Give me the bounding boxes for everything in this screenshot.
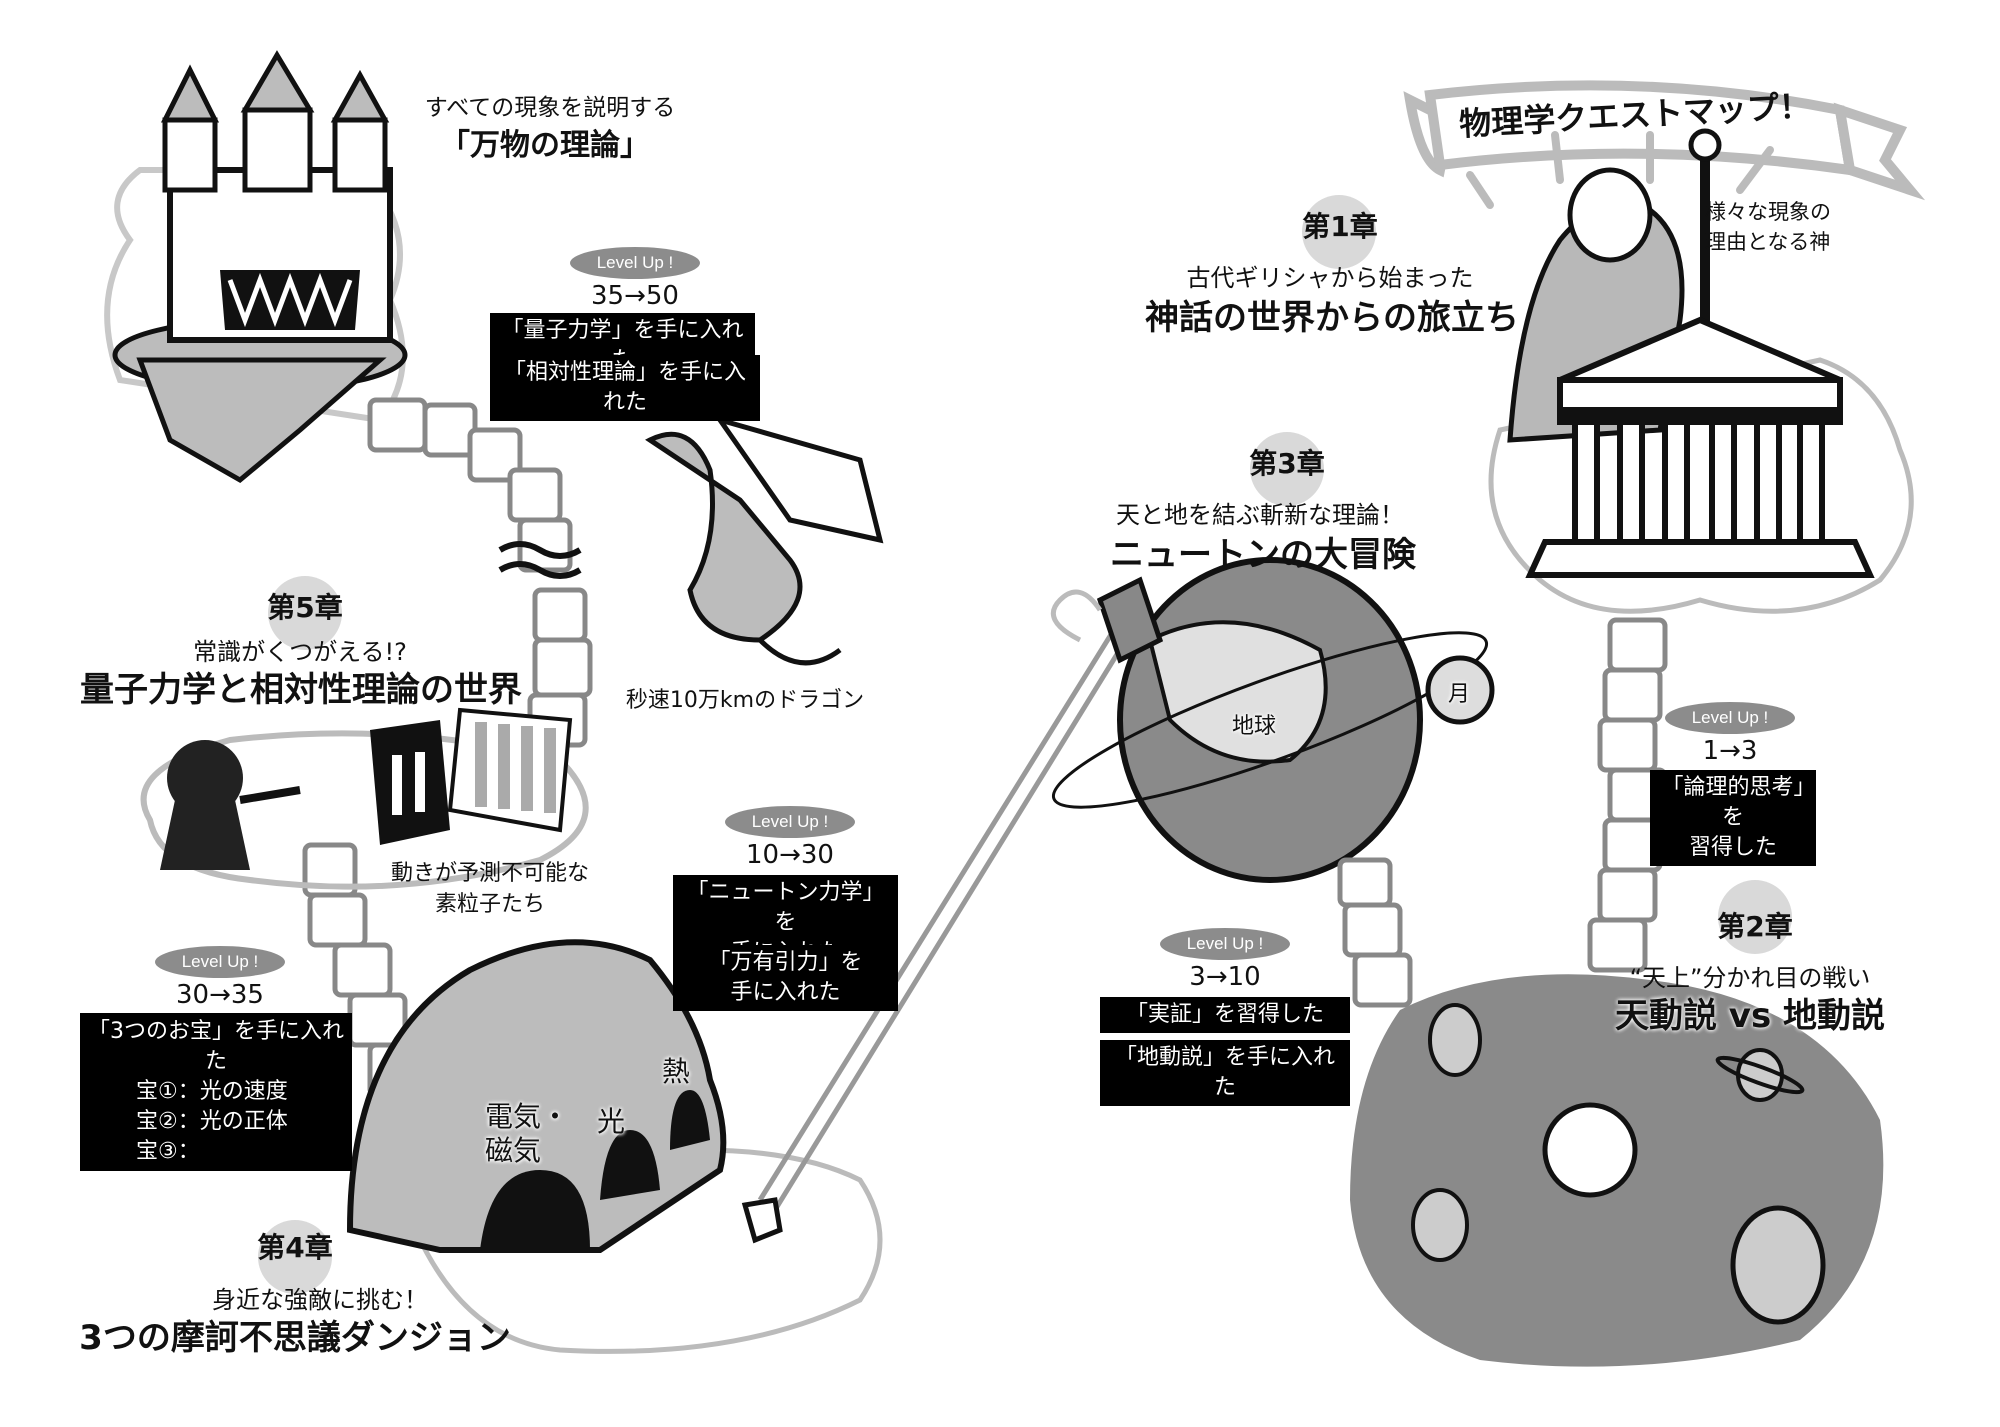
chapter-label: 第4章 — [257, 1231, 333, 1264]
earth-globe — [1051, 557, 1495, 883]
level-up-badge: Level Up ! — [725, 806, 855, 838]
level-up-badge: Level Up ! — [570, 247, 700, 279]
chapter-label: 第2章 — [1717, 910, 1793, 943]
castle-theory-of-everything — [104, 50, 408, 484]
level-range: 1→3 — [1702, 736, 1758, 766]
level-reward: 「3つのお宝」を手に入れた — [88, 1019, 344, 1074]
level-range: 35→50 — [591, 281, 679, 311]
chapter-badge — [1718, 880, 1792, 954]
particles-caption-line1: 動きが予測不可能な — [390, 861, 589, 886]
level-range: 10→30 — [746, 840, 834, 870]
chapter-badge — [268, 576, 342, 650]
space-area — [1350, 974, 1884, 1367]
level-reward: 「実証」を習得した — [1100, 997, 1350, 1033]
dragon — [645, 415, 884, 666]
dungeon-light-label: 光 — [597, 1105, 626, 1138]
devil-character — [160, 740, 301, 870]
chapter-badge — [1302, 195, 1376, 269]
wave-icon — [498, 541, 582, 579]
earth-label: 地球 — [1232, 714, 1277, 739]
double-slit — [370, 707, 573, 845]
level-range: 30→35 — [176, 980, 264, 1010]
level-up-badge: Level Up ! — [155, 946, 285, 978]
chapter-badge — [258, 1220, 332, 1294]
level-reward: 「相対性理論」を手に入れた — [490, 355, 760, 421]
launch-track — [741, 618, 1138, 1244]
level-reward: 「万有引力」を 手に入れた — [673, 945, 898, 1011]
quantum-cloud — [140, 730, 589, 890]
god-caption-line1: 様々な現象の — [1705, 200, 1831, 224]
treasure-3: 宝③： — [136, 1139, 200, 1164]
castle-caption-line1: すべての現象を説明する — [424, 95, 676, 121]
cannon — [1050, 576, 1164, 664]
dragon-caption: 秒速10万kmのドラゴン — [625, 688, 865, 713]
chapter-title: 神話の世界からの旅立ち — [1145, 298, 1519, 338]
chapter-title: ニュートンの大冒険 — [1110, 535, 1416, 575]
chapter-subtitle: 天と地を結ぶ斬新な理論！ — [1116, 501, 1404, 529]
chapter-title: 天動説 vs 地動説 — [1614, 996, 1886, 1036]
chapter-label: 第1章 — [1302, 210, 1378, 243]
chapter-badge — [1250, 432, 1324, 506]
level-reward: 「論理的思考」を 習得した — [1650, 770, 1816, 866]
rays — [1466, 131, 1774, 209]
treasure-2: 宝②：光の正体 — [136, 1109, 288, 1134]
dungeon-heat-label: 熱 — [662, 1055, 691, 1088]
treasure-1: 宝①：光の速度 — [136, 1079, 288, 1104]
level-reward: 「地動説」を手に入れた — [1100, 1040, 1350, 1106]
chapter-subtitle: “天上”分かれ目の戦い — [1629, 964, 1871, 992]
level-up-badge: Level Up ! — [1160, 928, 1290, 960]
chapter-subtitle: 身近な強敵に挑む！ — [212, 1286, 428, 1314]
chapter-label: 第5章 — [267, 591, 343, 624]
dungeon-rock — [346, 939, 727, 1253]
chapter-subtitle: 古代ギリシャから始まった — [1186, 264, 1474, 292]
chapter-title: 量子力学と相対性理論の世界 — [80, 670, 522, 710]
title-banner — [1403, 80, 1926, 201]
greek-temple — [1525, 316, 1875, 578]
level-range: 3→10 — [1189, 962, 1261, 992]
particles-caption-line2: 素粒子たち — [434, 892, 545, 917]
level-up-badge: Level Up ! — [1665, 702, 1795, 734]
treasure-box: 「3つのお宝」を手に入れた 宝①：光の速度 宝②：光の正体 宝③： — [80, 1013, 352, 1171]
dungeon-elec-label: 電気・ 磁気 — [485, 1100, 570, 1167]
chapter-label: 第3章 — [1249, 447, 1325, 480]
god-caption-line2: 理由となる神 — [1705, 230, 1831, 254]
castle-caption-line2: 「万物の理論」 — [440, 128, 650, 163]
chapter-title: 3つの摩訶不思議ダンジョン — [79, 1318, 511, 1358]
chapter-subtitle: 常識がくつがえる!? — [193, 638, 407, 666]
moon-label: 月 — [1448, 682, 1471, 707]
